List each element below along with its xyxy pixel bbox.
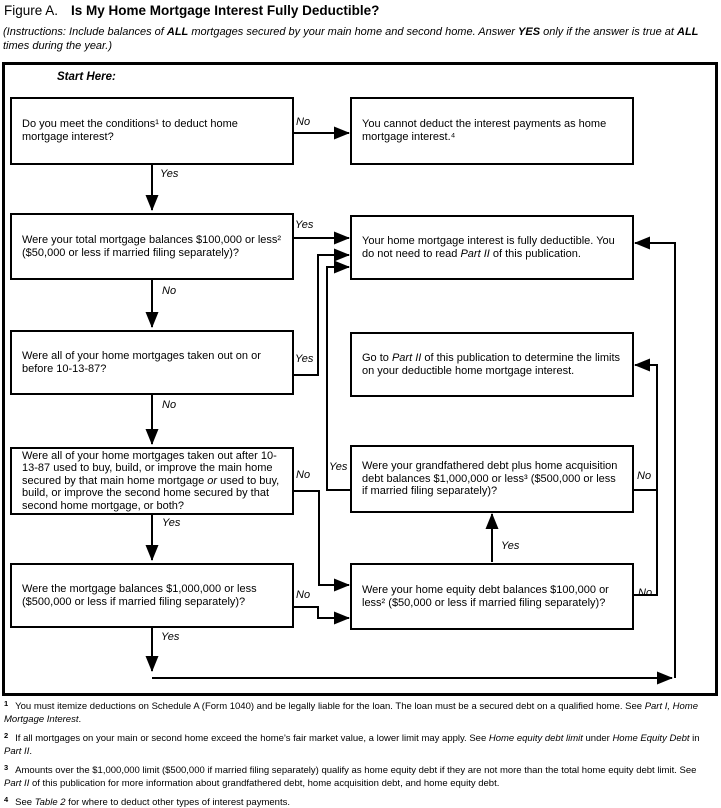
edge-label-home-equity-yes: Yes (501, 540, 520, 552)
footnote-2: 2 If all mortgages on your main or second… (4, 731, 716, 758)
instructions-text: mortgages secured by your main home and … (188, 26, 519, 38)
edge-label-home-equity-no: No (638, 587, 653, 599)
footnote-2-text-italic: Home Equity Debt (612, 733, 690, 745)
footnote-3-text: of this publication for more information… (29, 777, 500, 789)
connector-balances-1m-no (294, 606, 350, 625)
edge-label-before-101387-yes: Yes (295, 353, 314, 365)
figure-title: Is My Home Mortgage Interest Fully Deduc… (71, 3, 380, 18)
edge-label-after-101387-no: No (296, 469, 311, 481)
footnote-1-text-italic: Part I, Home Mortgage Interest (4, 701, 699, 725)
footnote-1-text: . (78, 713, 82, 725)
edge-label-balances-1m-no: No (296, 589, 311, 601)
edge-label-conditions-no: No (296, 116, 311, 128)
box-after-101387-use-text: used to buy, build, or improve the secon… (22, 474, 280, 512)
edge-label-grandfathered-yes: Yes (329, 461, 348, 473)
box-fully-deductible-text: of this publication. (489, 247, 581, 260)
start-here-label: Start Here: (57, 71, 116, 83)
footnote-1-text: You must itemize deductions on Schedule … (15, 701, 645, 712)
footnote-3: 3 Amounts over the $1,000,000 limit ($500… (4, 763, 716, 790)
box-fully-deductible: Your home mortgage interest is fully ded… (350, 215, 634, 280)
box-cannot-deduct: You cannot deduct the interest payments … (350, 97, 634, 165)
box-home-equity-100k: Were your home equity debt balances $100… (350, 563, 634, 630)
connector-after-101387-no (294, 490, 350, 592)
figure-instructions: (Instructions: Include balances of ALL m… (3, 25, 715, 54)
edge-label-after-101387-yes: Yes (162, 517, 181, 529)
box-go-to-part2: Go to Part II of this publication to det… (350, 332, 634, 397)
instructions-text-bold: ALL (166, 26, 189, 38)
footnote-1: 1 You must itemize deductions on Schedule… (4, 699, 716, 726)
instructions-text: only if the answer is true at (540, 26, 677, 38)
connector-no-to-part2 (634, 358, 658, 596)
footnote-3-text: Amounts over the $1,000,000 limit ($500,… (15, 765, 697, 777)
instructions-text: times during the year.) (3, 40, 113, 53)
box-grandfathered-plus-acquisition-text: Were your grandfathered debt plus home a… (362, 459, 618, 498)
edge-label-balances-1m-yes: Yes (161, 631, 180, 643)
box-after-101387-use-text-italic: or (207, 474, 218, 487)
edge-label-total-balances-yes: Yes (295, 219, 314, 231)
edge-label-conditions-yes: Yes (160, 168, 179, 180)
figure-label: Figure A. (4, 3, 59, 18)
figure-header: Figure A. Is My Home Mortgage Interest Fu… (4, 3, 379, 18)
footnote-2-text: If all mortgages on your main or second … (15, 733, 489, 745)
edge-label-before-101387-no: No (162, 399, 177, 411)
box-total-balances-100k-text: Were your total mortgage balances $100,0… (22, 233, 282, 259)
box-meet-conditions: Do you meet the conditions¹ to deduct ho… (10, 97, 294, 165)
box-grandfathered-plus-acquisition: Were your grandfathered debt plus home a… (350, 445, 634, 513)
box-before-101387: Were all of your home mortgages taken ou… (10, 330, 294, 395)
instructions-text-bold: YES (518, 26, 541, 38)
box-mortgage-balances-1m: Were the mortgage balances $1,000,000 or… (10, 563, 294, 628)
footnote-2-text-italic: Part II (4, 745, 30, 757)
box-after-101387-use: Were all of your home mortgages taken ou… (10, 447, 294, 515)
box-go-to-part2-text: of this publication to determine the lim… (362, 351, 621, 377)
box-fully-deductible-text: Your home mortgage interest is fully ded… (362, 234, 615, 260)
footnote-4-text-italic: Table 2 (34, 797, 66, 808)
footnote-4-text: See (15, 797, 35, 808)
box-before-101387-text: Were all of your home mortgages taken ou… (22, 349, 261, 375)
box-home-equity-100k-text: Were your home equity debt balances $100… (362, 583, 609, 609)
box-meet-conditions-text: Do you meet the conditions¹ to deduct ho… (22, 118, 238, 143)
box-cannot-deduct-text: You cannot deduct the interest payments … (362, 118, 607, 143)
footnote-3-marker: 3 (4, 763, 9, 773)
footnote-3-text-italic: Part II (4, 777, 30, 789)
footnote-2-text: under (582, 733, 613, 745)
footnote-4: 4 See Table 2 for where to deduct other t… (4, 795, 716, 808)
edge-label-total-balances-no: No (162, 285, 177, 297)
box-fully-deductible-text-italic: Part II (460, 247, 490, 260)
footnote-2-text: . (29, 745, 32, 757)
footnote-4-marker: 4 (4, 795, 9, 805)
footnotes: 1 You must itemize deductions on Schedule… (4, 699, 716, 808)
connector-grandfathered-yes (326, 260, 350, 491)
instructions-text-bold: ALL (677, 26, 699, 38)
box-go-to-part2-text: Go to (362, 351, 392, 364)
footnote-1-marker: 1 (4, 699, 9, 708)
connector-before-101387-yes (294, 248, 350, 376)
edge-label-grandfathered-no: No (637, 470, 652, 482)
footnote-2-text: in (689, 733, 700, 745)
box-after-101387-use-text: Were all of your home mortgages taken ou… (22, 449, 277, 487)
footnote-2-marker: 2 (4, 731, 9, 741)
connector-balances-1m-yes-up (634, 236, 676, 678)
instructions-text: (Instructions: Include balances of (3, 26, 167, 38)
box-mortgage-balances-1m-text: Were the mortgage balances $1,000,000 or… (22, 582, 257, 608)
box-total-balances-100k: Were your total mortgage balances $100,0… (10, 213, 294, 280)
footnote-2-text-italic: Home equity debt limit (488, 733, 583, 745)
footnote-4-text: for where to deduct other types of inter… (65, 797, 290, 808)
box-go-to-part2-text-italic: Part II (391, 351, 422, 364)
